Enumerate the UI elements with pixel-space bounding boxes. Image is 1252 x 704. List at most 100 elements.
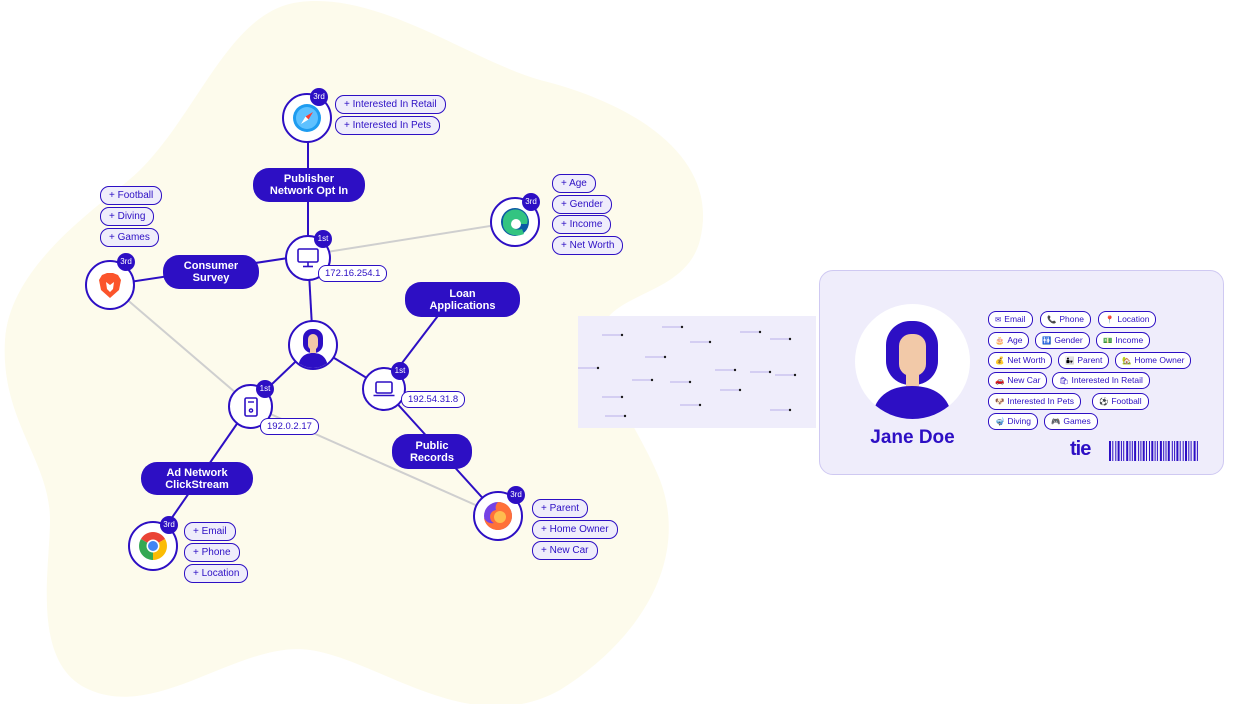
profile-tag: ✉Email bbox=[988, 311, 1033, 328]
profile-tag: 📍Location bbox=[1098, 311, 1157, 328]
stream-dot bbox=[768, 370, 772, 374]
profile-tag-label: Gender bbox=[1054, 335, 1083, 345]
tie-logo: tie bbox=[1070, 438, 1091, 460]
profile-tag-label: Games bbox=[1063, 416, 1091, 426]
stream-dot bbox=[663, 355, 667, 359]
connector-gray bbox=[307, 221, 516, 256]
source-loan-applications: Loan Applications bbox=[405, 282, 520, 317]
attribute-pill: + New Car bbox=[532, 541, 598, 560]
profile-tag: 🎂Age bbox=[988, 332, 1030, 349]
profile-tag-label: Age bbox=[1007, 335, 1023, 345]
profile-tag-icon: 🏡 bbox=[1122, 356, 1132, 365]
profile-tag-icon: 💵 bbox=[1103, 336, 1113, 345]
attribute-pill: + Email bbox=[184, 522, 236, 541]
browser-node-firefox bbox=[473, 491, 523, 541]
profile-tag-icon: ⚽ bbox=[1099, 397, 1109, 406]
profile-tag: 🤿Diving bbox=[988, 413, 1038, 430]
desktop-monitor-icon bbox=[297, 248, 319, 268]
data-stream-band bbox=[578, 316, 816, 428]
first-party-badge: 1st bbox=[391, 362, 409, 380]
profile-tag-label: Parent bbox=[1077, 355, 1103, 365]
profile-tag-label: Location bbox=[1117, 314, 1150, 324]
person-avatar-icon bbox=[872, 321, 952, 419]
person-avatar-icon bbox=[298, 329, 328, 368]
profile-tag-icon: 📞 bbox=[1047, 315, 1057, 324]
profile-tag-label: Phone bbox=[1059, 314, 1084, 324]
attribute-pill: + Net Worth bbox=[552, 236, 624, 255]
browser-node-brave bbox=[85, 260, 135, 310]
stream-dot bbox=[708, 340, 712, 344]
profile-tag: 🚗New Car bbox=[988, 372, 1048, 389]
profile-tag-icon: 🐶 bbox=[995, 397, 1005, 406]
stream-dot bbox=[793, 373, 797, 377]
attribute-pill: + Home Owner bbox=[532, 520, 618, 539]
profile-tag-label: Income bbox=[1115, 335, 1144, 345]
firefox-icon bbox=[484, 502, 512, 530]
attribute-pill: + Games bbox=[100, 228, 159, 247]
profile-tag-icon: 💰 bbox=[995, 356, 1005, 365]
barcode-icon bbox=[1109, 441, 1198, 461]
attribute-pill: + Phone bbox=[184, 543, 240, 562]
stream-dot bbox=[596, 366, 600, 370]
attribute-pill: + Interested In Retail bbox=[335, 95, 446, 114]
desktop-tower-icon bbox=[243, 396, 258, 417]
stream-dot bbox=[680, 325, 684, 329]
chrome-icon bbox=[139, 532, 167, 560]
profile-tag: 👨‍👧Parent bbox=[1058, 352, 1110, 369]
source-consumer-survey: Consumer Survey bbox=[163, 255, 259, 289]
profile-name: Jane Doe bbox=[870, 427, 955, 448]
profile-tag-label: Email bbox=[1004, 314, 1026, 324]
profile-tag-icon: 🤿 bbox=[995, 417, 1005, 426]
stream-dot bbox=[733, 368, 737, 372]
attribute-pill: + Interested In Pets bbox=[335, 116, 440, 135]
third-party-badge: 3rd bbox=[160, 516, 178, 534]
ip-label: 192.54.31.8 bbox=[401, 391, 466, 408]
first-party-badge: 1st bbox=[256, 380, 274, 398]
profile-avatar bbox=[855, 304, 970, 419]
profile-tag: 🎮Games bbox=[1044, 413, 1098, 430]
attribute-pill: + Gender bbox=[552, 195, 612, 214]
profile-tag-label: Interested In Pets bbox=[1007, 396, 1074, 406]
stream-dot bbox=[738, 388, 742, 392]
third-party-badge: 3rd bbox=[117, 253, 135, 271]
profile-tag-icon: ✉ bbox=[995, 315, 1002, 324]
ip-label: 192.0.2.17 bbox=[260, 418, 319, 435]
edge-icon bbox=[501, 208, 529, 236]
safari-icon bbox=[293, 104, 321, 132]
center-person-node bbox=[288, 320, 338, 370]
profile-tag-icon: 🎂 bbox=[995, 336, 1005, 345]
stream-dot bbox=[620, 333, 624, 337]
third-party-badge: 3rd bbox=[522, 193, 540, 211]
laptop-icon bbox=[373, 381, 395, 397]
attribute-pill: + Income bbox=[552, 215, 612, 234]
profile-tag-icon: 👨‍👧 bbox=[1065, 356, 1075, 365]
third-party-badge: 3rd bbox=[507, 486, 525, 504]
stream-dot bbox=[620, 395, 624, 399]
data-stream-streaks bbox=[578, 325, 797, 418]
stream-dot bbox=[650, 378, 654, 382]
source-ad-network-clickstream: Ad Network ClickStream bbox=[141, 462, 253, 495]
profile-tag-label: Interested In Retail bbox=[1071, 375, 1143, 385]
identity-profile-card: Jane Doe ✉Email 📞Phone 📍Location 🎂Age 🚻Gende… bbox=[819, 270, 1224, 475]
profile-tag: 💵Income bbox=[1096, 332, 1151, 349]
profile-tag-label: Diving bbox=[1007, 416, 1031, 426]
ip-label: 172.16.254.1 bbox=[318, 265, 388, 282]
profile-tag-icon: 🛍 bbox=[1059, 376, 1069, 385]
profile-tag-label: Home Owner bbox=[1134, 355, 1185, 365]
browser-node-edge bbox=[490, 197, 540, 247]
source-public-records: Public Records bbox=[392, 434, 472, 469]
profile-tag: 📞Phone bbox=[1040, 311, 1091, 328]
stream-dot bbox=[788, 408, 792, 412]
attribute-pill: + Parent bbox=[532, 499, 589, 518]
profile-tag-label: Net Worth bbox=[1007, 355, 1046, 365]
profile-tag: 🏡Home Owner bbox=[1115, 352, 1192, 369]
stream-dot bbox=[623, 414, 627, 418]
profile-tag: 🚻Gender bbox=[1035, 332, 1090, 349]
stream-dot bbox=[688, 380, 692, 384]
attribute-pill: + Location bbox=[184, 564, 249, 583]
brave-icon bbox=[99, 272, 121, 298]
profile-tag-icon: 🎮 bbox=[1051, 417, 1061, 426]
profile-tag-label: New Car bbox=[1007, 375, 1041, 385]
profile-tag: 🛍Interested In Retail bbox=[1052, 372, 1150, 389]
